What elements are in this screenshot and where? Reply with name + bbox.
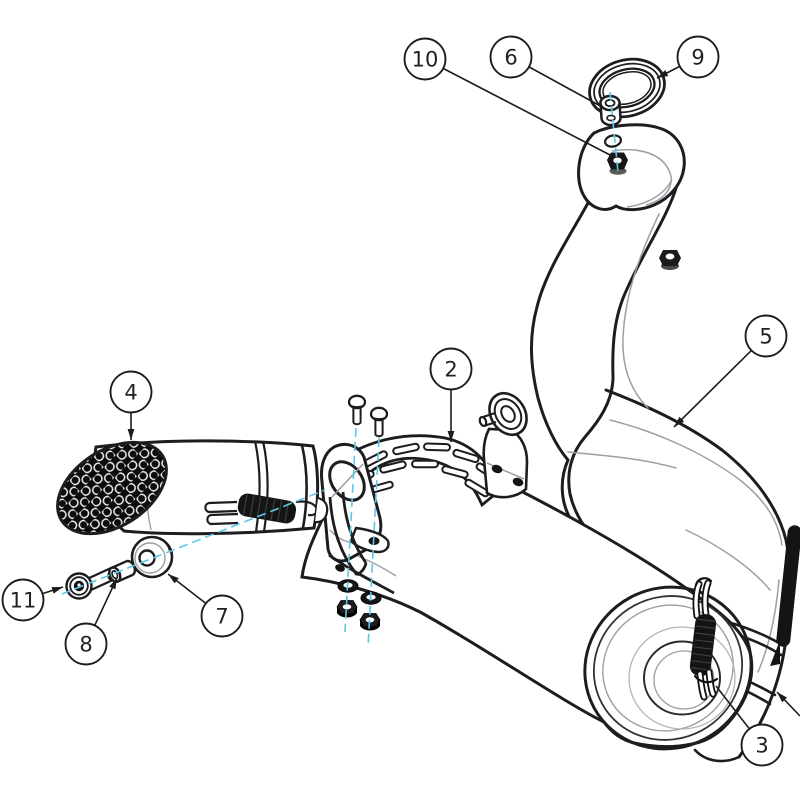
- pipe-end-arc: [693, 748, 741, 763]
- callout-layer: 10 6 9 5 2 4 11 8 7 3: [1, 35, 800, 767]
- callout-circle: [429, 347, 473, 391]
- callout-number: 2: [444, 358, 457, 382]
- leader-line: [424, 58, 613, 157]
- callout-4: 4: [109, 370, 153, 440]
- leader-arrowhead: [168, 574, 179, 584]
- callout-11: 11: [1, 578, 64, 622]
- muffler-face-inner-rings: [628, 626, 736, 730]
- pipe-edge-left: [530, 181, 600, 541]
- leader-arrowhead: [447, 431, 455, 442]
- spring-coils: [691, 618, 717, 671]
- leader-arrowhead: [674, 416, 685, 427]
- inlet-flange: [577, 123, 686, 212]
- callout-number: 9: [691, 46, 704, 70]
- flange-hole: [603, 134, 623, 148]
- hex-nut-loose: [659, 250, 681, 270]
- callout-7: 7: [167, 573, 244, 638]
- callout-number: 6: [504, 46, 517, 70]
- callout-number: 7: [215, 605, 228, 629]
- pipe-lower-outer-edge: [604, 388, 793, 759]
- end-cap-bands: [253, 440, 308, 533]
- callout-circle: [740, 723, 784, 767]
- leader-line: [673, 335, 767, 428]
- side-spring: [770, 525, 800, 666]
- callout-number: 11: [10, 589, 37, 613]
- muffler-end-face: [583, 585, 753, 751]
- rubber-grommet: [130, 535, 174, 579]
- leader-arrowhead: [51, 587, 63, 594]
- callout-circle: [1, 578, 45, 622]
- right-hanger-bracket: [478, 391, 529, 499]
- callout-circle: [676, 35, 720, 79]
- callout-circle: [489, 35, 533, 79]
- end-cap: [56, 439, 320, 536]
- gasket-collar: [599, 94, 622, 127]
- pipe-edge-right: [567, 183, 679, 544]
- leader-arrowhead: [657, 69, 669, 78]
- callout-circle: [403, 37, 447, 81]
- callout-circle: [64, 622, 108, 666]
- callout-8: 8: [64, 577, 118, 666]
- callout-number: 4: [124, 381, 137, 405]
- callout-number: 3: [755, 734, 768, 758]
- flange-contours: [611, 149, 673, 208]
- callout-5: 5: [673, 314, 788, 428]
- rear-spring: [689, 577, 719, 701]
- rubber-damper: [478, 391, 528, 437]
- callout-10: 10: [403, 37, 613, 157]
- pipe-contours: [567, 213, 783, 673]
- end-cap-mesh: [56, 440, 168, 536]
- spring-rod-bottom: [693, 668, 719, 701]
- callout-number: 10: [412, 48, 439, 72]
- leader-arrowhead: [777, 692, 788, 703]
- spring-hooks: [204, 496, 329, 526]
- callout-3: 3: [715, 685, 784, 767]
- spacer-bushing: [108, 559, 137, 584]
- leader-arrowhead: [109, 578, 117, 590]
- front-spring: [204, 493, 329, 526]
- callout-circle: [109, 370, 153, 414]
- gasket-ring: [588, 57, 666, 119]
- button-screw-2: [369, 406, 389, 438]
- callout-2: 2: [429, 347, 473, 442]
- edge-leader: [776, 691, 800, 717]
- centerlines: [61, 91, 619, 649]
- button-screw-1: [347, 394, 367, 426]
- callout-6: 6: [489, 35, 605, 109]
- callout-number: 8: [79, 633, 92, 657]
- spring-rod-top: [692, 577, 713, 620]
- callout-circle: [200, 594, 244, 638]
- spring-coils: [242, 494, 290, 523]
- flange-nut: [607, 152, 628, 175]
- callout-number: 5: [759, 325, 772, 349]
- callout-circle: [744, 314, 788, 358]
- leader-arrowhead: [127, 429, 135, 440]
- callout-9: 9: [656, 35, 720, 79]
